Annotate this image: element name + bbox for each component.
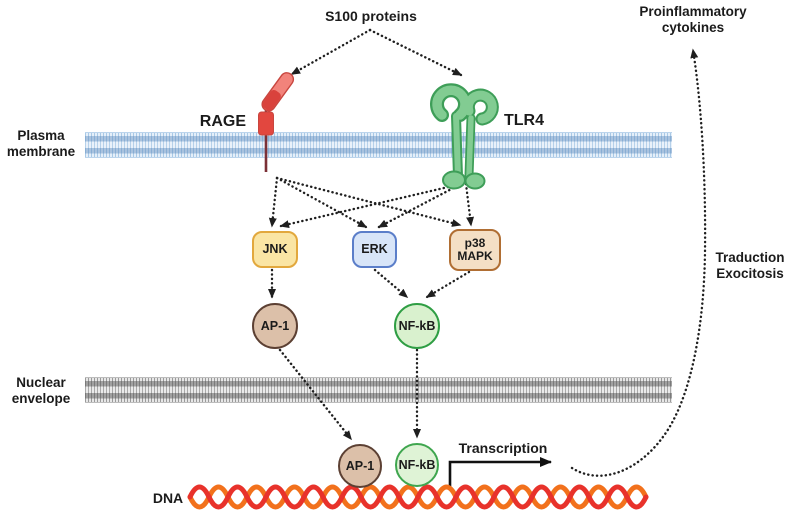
node-erk: ERK xyxy=(352,231,397,268)
ap1-cytoplasm-label: AP-1 xyxy=(260,319,290,333)
rage-label: RAGE xyxy=(199,113,246,130)
dotted-signal-arrows xyxy=(268,28,707,477)
node-nfkb-nucleus: NF-kB xyxy=(395,443,439,487)
nuclear-envelope-band xyxy=(85,377,672,403)
arrow-rage-to-jnk xyxy=(268,176,279,228)
jnk-label: JNK xyxy=(262,241,288,256)
traduction-exocitosis-label: Traduction Exocitosis xyxy=(708,250,790,282)
node-ap1-nucleus: AP-1 xyxy=(338,444,382,488)
arrow-erk-to-nfkb xyxy=(373,268,409,299)
transcription-arrow xyxy=(448,457,552,488)
plasma-membrane-label: Plasma membrane xyxy=(6,128,76,159)
node-ap1-cytoplasm: AP-1 xyxy=(252,303,298,349)
erk-label: ERK xyxy=(361,241,388,256)
dna-label: DNA xyxy=(152,490,184,506)
arrow-rage-to-erk xyxy=(275,176,368,229)
nuclear-envelope-label: Nuclear envelope xyxy=(11,375,71,406)
exocitosis-label: Exocitosis xyxy=(716,265,784,281)
arrow-tlr4-to-p38 xyxy=(464,182,475,227)
s100-proteins-label: S100 proteins xyxy=(325,8,417,24)
rage-receptor-icon xyxy=(258,72,295,172)
tlr4-receptor-icon xyxy=(430,83,499,190)
ap1-nucleus-label: AP-1 xyxy=(345,459,375,473)
transcription-label: Transcription xyxy=(458,440,548,456)
nfkb-nucleus-label: NF-kB xyxy=(398,458,436,472)
p38-mapk-label: p38 MAPK xyxy=(457,236,493,263)
arrow-s100-to-rage xyxy=(290,28,372,76)
node-p38-mapk: p38 MAPK xyxy=(449,229,501,271)
dna-helix-icon xyxy=(187,484,649,510)
arrow-ap1-to-nucleus xyxy=(278,348,353,441)
node-nfkb-cytoplasm: NF-kB xyxy=(394,303,440,349)
arrow-tlr4-to-jnk xyxy=(279,182,463,229)
proinflammatory-cytokines-label: Proinflammatory cytokines xyxy=(639,4,747,35)
arrow-rage-to-p38 xyxy=(275,176,462,227)
node-jnk: JNK xyxy=(252,231,298,268)
arrow-p38-to-nfkb xyxy=(425,270,471,299)
traduction-label: Traduction xyxy=(715,250,785,265)
tlr4-label: TLR4 xyxy=(504,112,544,129)
plasma-membrane-band xyxy=(85,132,672,158)
arrow-traduction-exocitosis xyxy=(570,48,707,477)
arrow-tlr4-to-erk xyxy=(377,182,463,229)
nfkb-cytoplasm-label: NF-kB xyxy=(398,319,436,333)
arrow-s100-to-tlr4 xyxy=(368,28,463,77)
